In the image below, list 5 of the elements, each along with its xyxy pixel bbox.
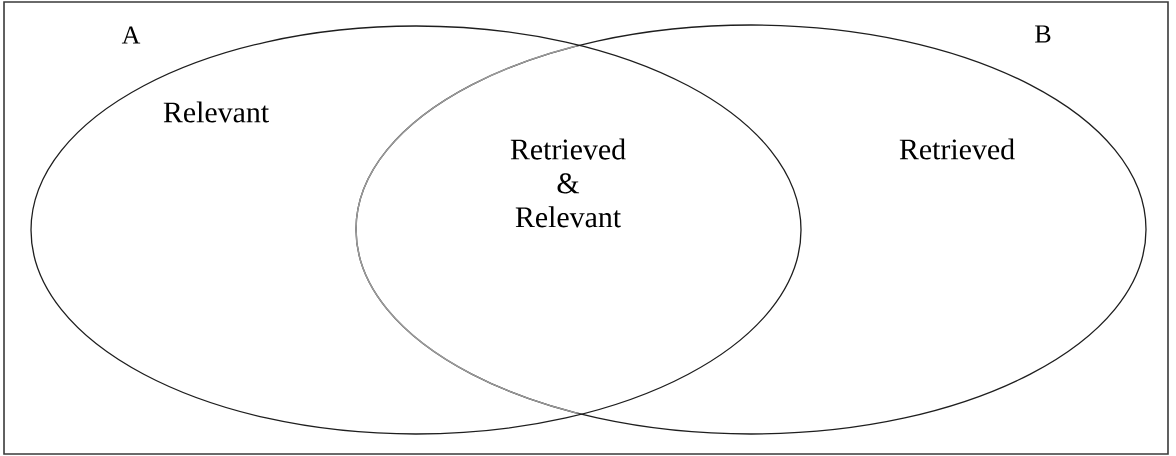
region-label: Relevant [163, 101, 269, 123]
region-label: Retrieved & Relevant [510, 138, 626, 228]
region-label: Retrieved [899, 138, 1015, 160]
set-letter: B [1035, 25, 1051, 43]
set-letter: A [121, 26, 141, 44]
